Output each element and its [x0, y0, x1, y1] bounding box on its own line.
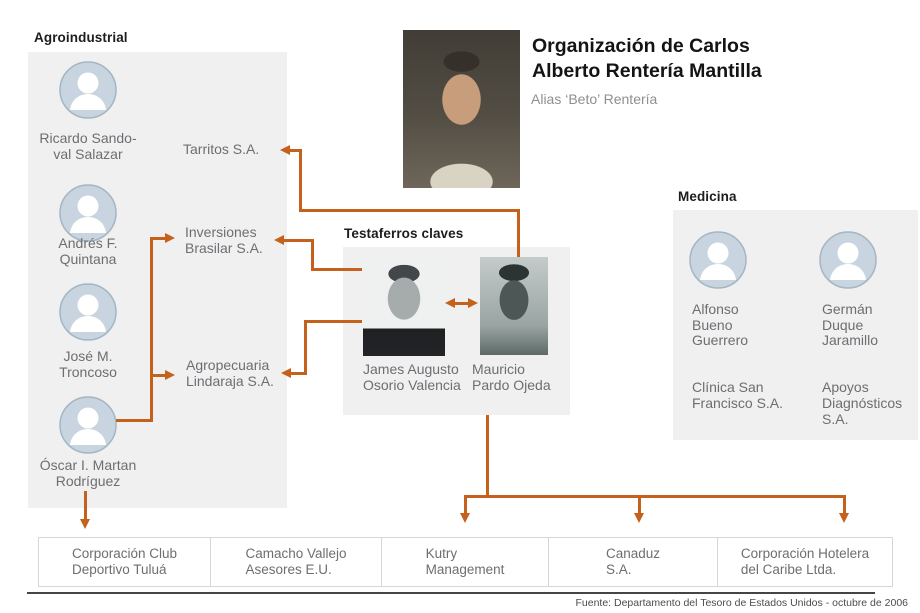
arrowhead-right-icon	[468, 298, 478, 308]
connector-oscar-spine-segment	[150, 374, 165, 377]
person-mauricio-pardo: Mauricio Pardo Ojeda	[472, 361, 551, 393]
arrowhead-down-icon	[80, 519, 90, 529]
agroindustrial-heading: Agroindustrial	[34, 30, 128, 45]
company-kutry-management: Kutry Management	[382, 537, 549, 587]
company-clinica-san-francisco: Clínica San Francisco S.A.	[692, 379, 784, 411]
page-title: Organización de Carlos Alberto Rentería …	[532, 35, 762, 82]
connector-mauricio-tarritos-segment	[299, 149, 302, 212]
person-oscar-martan: Óscar I. Martan Rodríguez	[39, 457, 137, 489]
person-ricardo-sandoval: Ricardo Sando- val Salazar	[39, 130, 137, 162]
connector-james-inversiones-segment	[311, 268, 362, 271]
connector-mauricio-tarritos-segment	[288, 149, 302, 152]
arrowhead-right-icon	[165, 233, 175, 243]
footer-divider	[27, 592, 875, 594]
connector-james-agropecuaria-segment	[289, 372, 307, 375]
company-camacho-vallejo: Camacho Vallejo Asesores E.U.	[211, 537, 382, 587]
company-label: Canaduz S.A.	[605, 546, 661, 577]
connector-james-agropecuaria-segment	[304, 320, 362, 323]
bottom-company-row: Corporación Club Deportivo Tuluá Camacho…	[38, 537, 893, 587]
person-avatar-icon	[58, 60, 118, 120]
connector-oscar-spine-segment	[150, 237, 153, 422]
mauricio-pardo-photo	[480, 257, 548, 355]
company-label: Corporación Hotelera del Caribe Ltda.	[740, 546, 870, 577]
arrowhead-down-icon	[839, 513, 849, 523]
company-agropecuaria-lindaraja: Agropecuaria Lindaraja S.A.	[186, 357, 274, 389]
arrowhead-left-icon	[280, 145, 290, 155]
arrowhead-down-icon	[634, 513, 644, 523]
company-tarritos: Tarritos S.A.	[183, 141, 260, 157]
connector-mauricio-tree-segment	[486, 415, 489, 498]
connector-mauricio-tree-segment	[464, 495, 467, 515]
connector-oscar-club-segment	[84, 491, 87, 520]
company-corporacion-club: Corporación Club Deportivo Tuluá	[38, 537, 211, 587]
company-canaduz: Canaduz S.A.	[549, 537, 718, 587]
person-avatar-icon	[58, 282, 118, 342]
connector-mauricio-tarritos-segment	[517, 210, 520, 257]
page-subtitle: Alias ‘Beto’ Rentería	[531, 91, 658, 107]
person-andres-quintana: Andrés F. Quintana	[58, 235, 118, 267]
person-james-osorio: James Augusto Osorio Valencia	[363, 361, 461, 393]
testaferros-heading: Testaferros claves	[344, 226, 464, 241]
arrowhead-down-icon	[460, 513, 470, 523]
connector-james-inversiones-segment	[282, 239, 314, 242]
arrowhead-left-icon	[274, 235, 284, 245]
person-avatar-icon	[58, 395, 118, 455]
medicina-heading: Medicina	[678, 189, 737, 204]
connector-mauricio-tree-segment	[464, 495, 846, 498]
person-avatar-icon	[58, 183, 118, 243]
connector-oscar-spine-segment	[150, 237, 165, 240]
company-inversiones-brasilar: Inversiones Brasilar S.A.	[185, 224, 263, 256]
company-label: Corporación Club Deportivo Tuluá	[71, 546, 178, 577]
james-osorio-photo	[363, 257, 445, 356]
person-jose-troncoso: José M. Troncoso	[59, 348, 117, 380]
company-apoyos-diagnosticos: Apoyos Diagnósticos S.A.	[822, 379, 903, 427]
connector-oscar-spine-segment	[116, 419, 153, 422]
connector-james-inversiones-segment	[311, 239, 314, 271]
connector-james-agropecuaria-segment	[304, 320, 307, 375]
connector-mauricio-tree-segment	[843, 495, 846, 515]
source-credit: Fuente: Departamento del Tesoro de Estad…	[575, 597, 908, 609]
person-german-duque: Germán Duque Jaramillo	[822, 301, 879, 348]
company-label: Kutry Management	[425, 546, 505, 577]
connector-james-mauricio-segment	[452, 302, 472, 305]
person-alfonso-bueno: Alfonso Bueno Guerrero	[692, 301, 749, 348]
person-avatar-icon	[818, 230, 878, 290]
person-avatar-icon	[688, 230, 748, 290]
company-corporacion-hotelera: Corporación Hotelera del Caribe Ltda.	[718, 537, 893, 587]
carlos-renteria-photo	[403, 30, 520, 188]
arrowhead-right-icon	[165, 370, 175, 380]
arrowhead-left-icon	[281, 368, 291, 378]
connector-mauricio-tarritos-segment	[299, 209, 520, 212]
company-label: Camacho Vallejo Asesores E.U.	[245, 546, 347, 577]
arrowhead-left-icon	[445, 298, 455, 308]
connector-mauricio-tree-segment	[638, 498, 641, 515]
